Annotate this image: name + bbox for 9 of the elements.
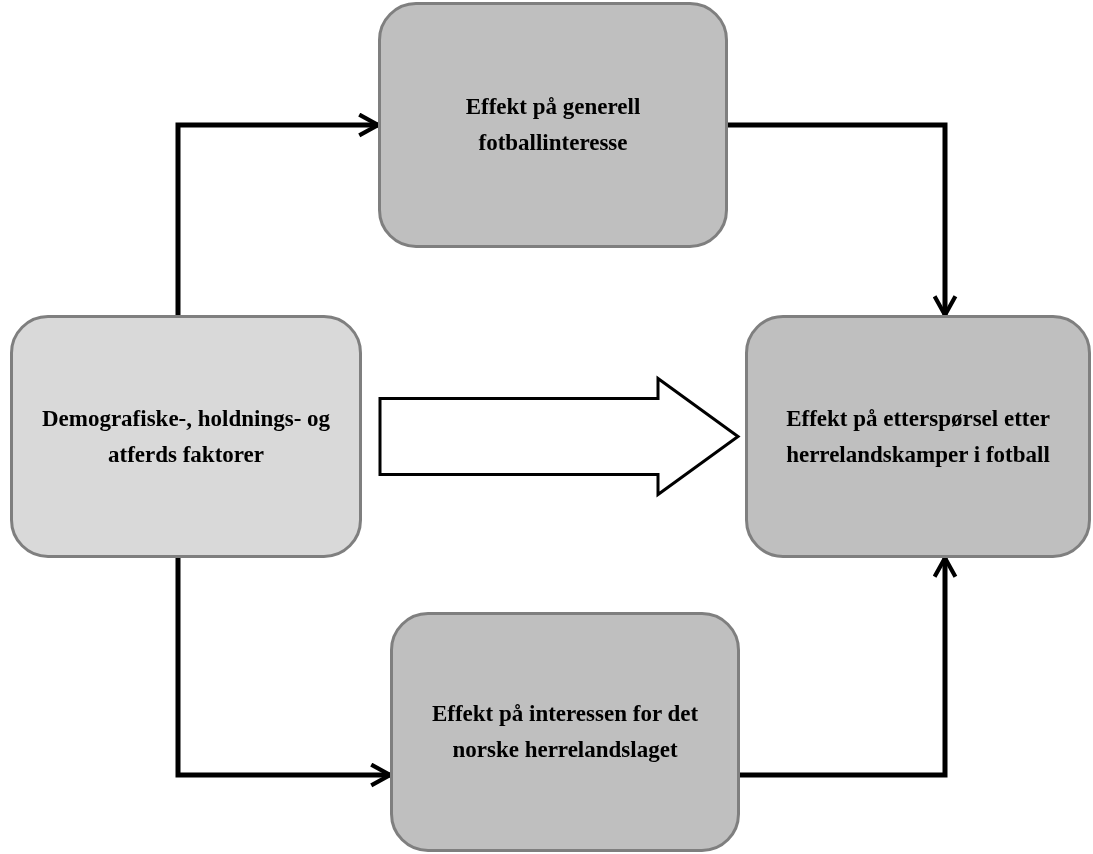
process-box [390,612,740,852]
process-box [10,315,362,558]
process-box [378,2,728,248]
box-label: Demografiske-, holdnings- og atferds faktorer [40,404,332,469]
block-arrow [378,375,741,498]
box-label: Effekt på generell fotballinteresse [464,93,642,157]
process-box [745,315,1091,558]
box-label: Effekt på interessen for det norske herrelandslaget [430,700,700,764]
box-label: Effekt på etterspørsel etter herrelandskamper i fotball [785,404,1051,469]
